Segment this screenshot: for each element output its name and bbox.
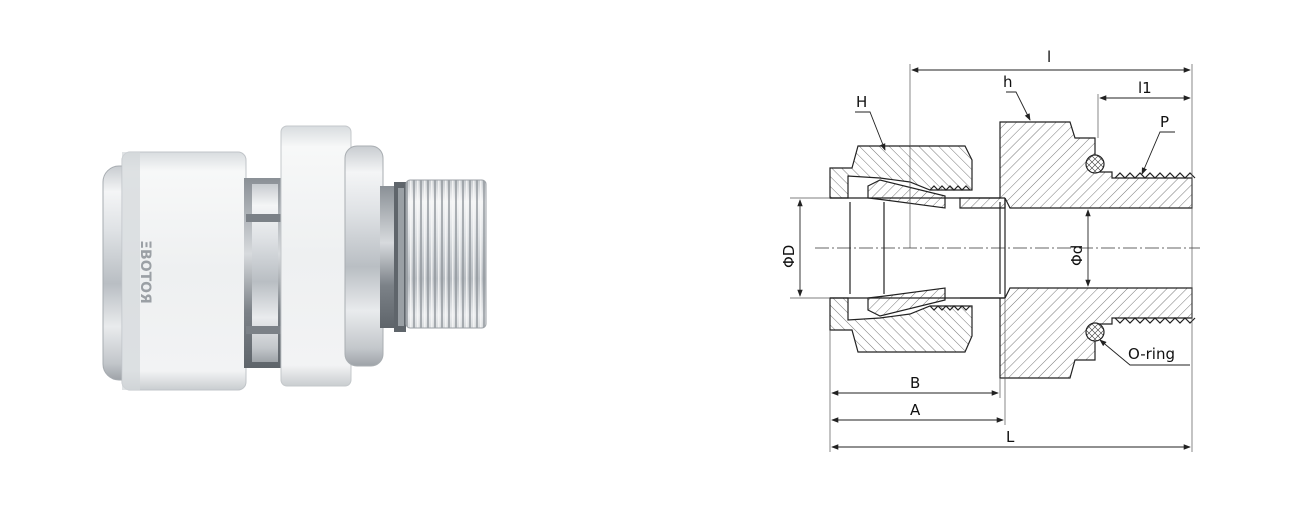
body-hex	[280, 125, 384, 387]
label-phid: Φd	[1068, 245, 1086, 266]
label-H: H	[856, 93, 867, 111]
label-B: B	[910, 374, 920, 392]
body-lower	[960, 287, 1193, 379]
threads-bottom	[1114, 317, 1196, 324]
threaded-end	[405, 179, 487, 329]
cross-section-svg: l h l1 H P ΦD Φd O-ring B A L	[780, 48, 1200, 452]
extension-lines	[790, 64, 1193, 452]
product-photo: ΞBOTOЯ	[0, 0, 560, 506]
front-ferrule-lower	[867, 287, 946, 317]
label-L: L	[1006, 428, 1015, 446]
threads-top	[1114, 172, 1196, 179]
label-oring: O-ring	[1128, 345, 1175, 363]
brand-engraving: ΞBOTOЯ	[137, 240, 153, 304]
label-h-small: h	[1003, 73, 1013, 91]
o-ring-bottom	[1085, 322, 1105, 342]
label-l: l	[1047, 48, 1051, 66]
dimension-lines	[797, 67, 1191, 450]
technical-drawing: l h l1 H P ΦD Φd O-ring B A L	[700, 0, 1300, 506]
neck-rings	[244, 178, 286, 368]
body-upper	[959, 121, 1193, 209]
label-P: P	[1160, 113, 1169, 131]
leader-lines	[855, 91, 1190, 366]
o-ring-collar	[380, 182, 406, 332]
tube-nut: ΞBOTOЯ	[102, 151, 247, 391]
label-l1: l1	[1138, 79, 1152, 97]
label-A: A	[910, 401, 921, 419]
nut-lower	[829, 297, 973, 353]
fitting-photo-illustration: ΞBOTOЯ	[102, 125, 487, 391]
o-ring-top	[1085, 154, 1105, 174]
nut-threads	[929, 185, 971, 311]
label-phiD: ΦD	[780, 245, 798, 268]
